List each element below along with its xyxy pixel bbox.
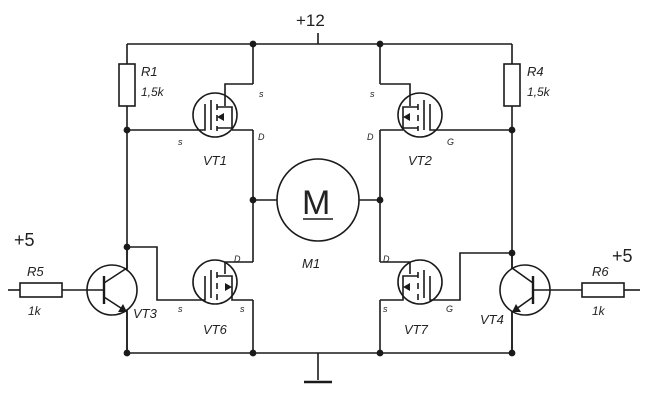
vt7-pin-top: D xyxy=(383,254,390,264)
resistor-r5: R5 1k +5 xyxy=(8,230,63,318)
vt2-name: VT2 xyxy=(408,153,433,168)
resistor-r6: R6 1k +5 xyxy=(581,246,640,318)
vt6-pin-right: s xyxy=(240,304,245,314)
vt7-name: VT7 xyxy=(404,322,429,337)
mosfet-vt1: s s D VT1 xyxy=(127,83,265,168)
mosfet-vt7: D s G VT7 xyxy=(380,252,512,337)
vt1-pin-left: s xyxy=(178,137,183,147)
vt1-name: VT1 xyxy=(203,153,227,168)
resistor-r1: R1 1,5k xyxy=(118,63,165,107)
left-input-label: +5 xyxy=(14,230,35,250)
vt6-name: VT6 xyxy=(203,322,228,337)
r1-value: 1,5k xyxy=(141,85,165,99)
r6-value: 1k xyxy=(592,304,606,318)
r6-name: R6 xyxy=(592,264,609,279)
vt6-pin-top: D xyxy=(234,254,241,264)
vt7-pin-right: G xyxy=(446,304,453,314)
mosfet-vt6: D s s VT6 xyxy=(127,246,253,337)
resistor-r4: R4 1,5k xyxy=(503,63,551,107)
vt2-pin-top: s xyxy=(370,89,375,99)
r4-name: R4 xyxy=(527,64,544,79)
vt2-pin-left: D xyxy=(367,132,374,142)
vt1-pin-right: D xyxy=(258,132,265,142)
bjt-vt4: VT4 xyxy=(480,253,582,353)
vt3-name: VT3 xyxy=(133,306,158,321)
bottom-rail xyxy=(123,349,516,384)
r5-value: 1k xyxy=(28,304,42,318)
right-wires xyxy=(358,44,516,353)
top-rail: +12 xyxy=(127,11,512,48)
vt2-pin-right: G xyxy=(447,137,454,147)
vcc-label: +12 xyxy=(296,11,325,30)
bjt-vt3: VT3 xyxy=(62,247,158,353)
r4-value: 1,5k xyxy=(527,85,551,99)
vt1-pin-top: s xyxy=(259,89,264,99)
r5-name: R5 xyxy=(27,264,44,279)
vt4-name: VT4 xyxy=(480,312,504,327)
vt7-pin-left: s xyxy=(383,304,388,314)
vt6-pin-left: s xyxy=(178,304,183,314)
mosfet-vt2: s D G VT2 xyxy=(367,83,512,168)
motor-symbol: M xyxy=(302,184,330,222)
right-input-label: +5 xyxy=(612,246,633,266)
r1-name: R1 xyxy=(141,64,158,79)
motor-m1: M M1 xyxy=(276,158,360,271)
motor-name: M1 xyxy=(302,256,320,271)
